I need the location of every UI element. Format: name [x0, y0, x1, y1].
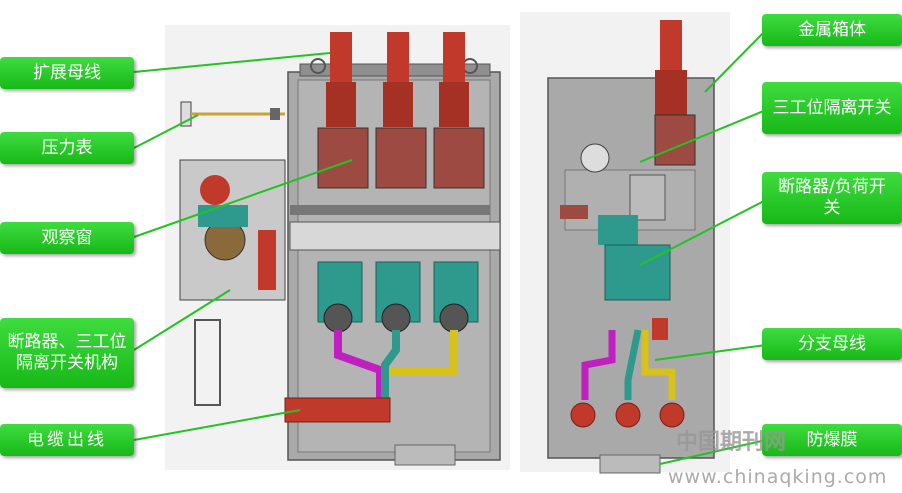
label-cable-outlet: 电缆出线 [0, 424, 134, 456]
mechanism-assembly [179, 159, 286, 406]
watermark-cn: 中国期刊网 [676, 430, 787, 455]
label-three-position-switch: 三工位隔离开关 [762, 82, 902, 134]
breaker-poles [317, 261, 479, 333]
leader-lines [133, 29, 767, 465]
label-branch-busbar: 分支母线 [762, 328, 902, 360]
cable-outlet-bushing [284, 397, 391, 423]
right-cabinet [547, 20, 715, 474]
label-metal-box: 金属箱体 [762, 14, 902, 46]
top-bushings [326, 32, 469, 127]
label-mechanism: 断路器、三工位隔离开关机构 [0, 318, 134, 388]
label-breaker-load-switch: 断路器/负荷开关 [762, 172, 902, 224]
label-burst-membrane: 防爆膜 [762, 424, 902, 456]
pressure-gauge-graphic [180, 101, 285, 127]
switch-housings [317, 127, 485, 189]
label-observation-window: 观察窗 [0, 222, 134, 254]
label-expand-busbar: 扩展母线 [0, 57, 134, 89]
label-pressure-gauge: 压力表 [0, 132, 134, 164]
left-cabinet [284, 32, 501, 466]
watermark-url: www.chinaqking.com [668, 466, 888, 488]
